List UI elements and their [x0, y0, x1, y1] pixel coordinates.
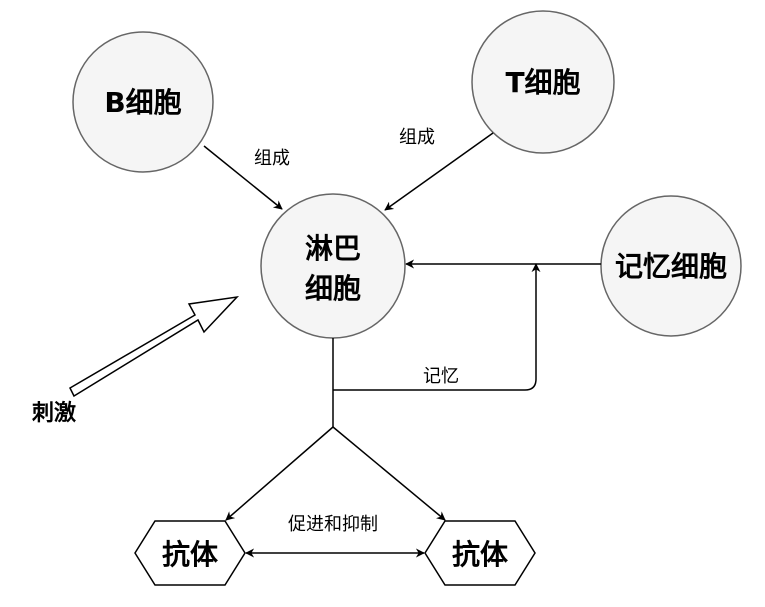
memory-cell-node[interactable] — [600, 195, 742, 337]
antibody-left-node[interactable] — [134, 520, 246, 586]
edge-to-antibody-left — [225, 426, 334, 521]
memory-cell-label: 记忆细胞 — [615, 250, 727, 283]
antibody-right-node[interactable] — [424, 520, 536, 586]
antibody-right-label: 抗体 — [452, 538, 509, 571]
promote-inhibit-label: 促进和抑制 — [288, 514, 378, 535]
stimulus-arrow — [69, 295, 240, 398]
memory-label: 记忆 — [423, 366, 459, 387]
edge-memory-loop — [333, 263, 541, 391]
edge-t-to-lymphocyte — [384, 132, 494, 211]
b-compose-label: 组成 — [254, 148, 290, 169]
edge-to-antibody-right — [332, 426, 446, 521]
lymphocyte-node[interactable] — [260, 193, 406, 339]
b-cell-node[interactable] — [72, 31, 214, 173]
edge-b-to-lymphocyte — [203, 145, 283, 210]
t-compose-label: 组成 — [399, 127, 435, 148]
stimulus-label: 刺激 — [32, 400, 76, 426]
b-cell-label: B细胞 — [104, 86, 181, 119]
lymphocyte-label-line2: 细胞 — [305, 272, 361, 305]
t-cell-label: T细胞 — [505, 66, 580, 99]
t-cell-node[interactable] — [471, 10, 615, 154]
lymphocyte-label-line1: 淋巴 — [305, 232, 361, 265]
antibody-left-label: 抗体 — [162, 538, 219, 571]
